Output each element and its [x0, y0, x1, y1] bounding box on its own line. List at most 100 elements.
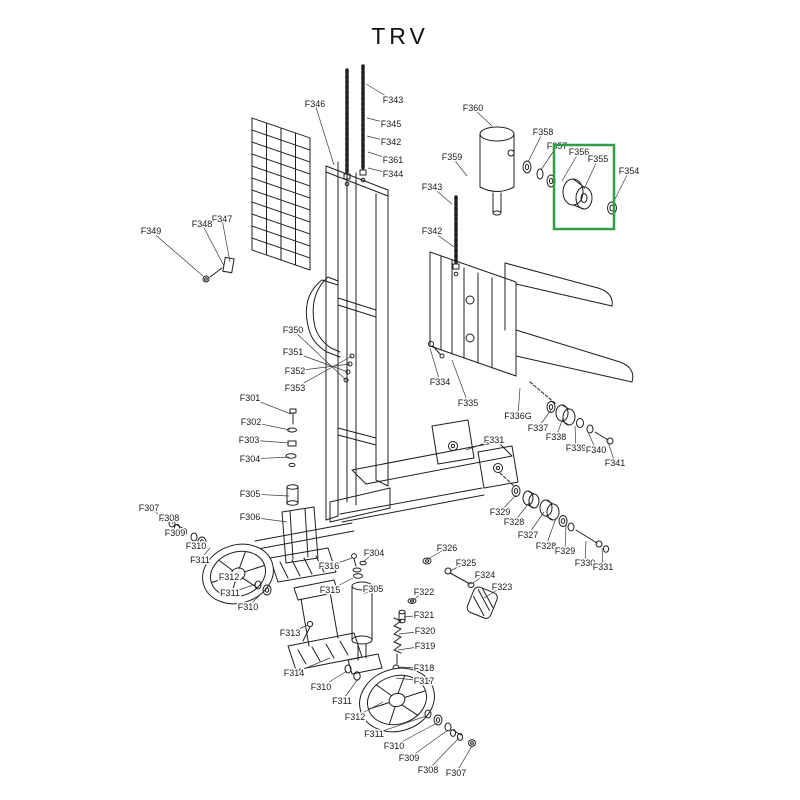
part-label: F321: [414, 610, 435, 620]
part-label: F347: [212, 214, 233, 224]
leader-lines: [148, 83, 630, 774]
part-label: F351: [283, 347, 304, 357]
leader-line: [367, 151, 394, 161]
part-label: F307: [139, 503, 160, 513]
part-label: F308: [418, 765, 439, 775]
part-label: F343: [422, 182, 443, 192]
fork-assembly: [428, 251, 634, 405]
part-label: F334: [430, 377, 451, 387]
leader-line: [527, 511, 545, 536]
leader-line: [247, 589, 266, 608]
leader-line: [367, 167, 394, 175]
part-label: F326: [437, 543, 458, 553]
part-label: F320: [415, 626, 436, 636]
part-label: F325: [456, 558, 477, 568]
leader-line: [362, 552, 375, 563]
leader-line: [329, 577, 354, 591]
leader-line: [228, 571, 239, 578]
leader-line: [470, 574, 486, 585]
leader-line: [249, 397, 292, 415]
leader-line: [574, 425, 577, 449]
part-label: F338: [546, 432, 567, 442]
part-label: F349: [141, 226, 162, 236]
part-label: F311: [190, 555, 210, 565]
part-label: F310: [311, 682, 332, 692]
leader-line: [587, 431, 597, 451]
diagram-artwork: [158, 64, 634, 747]
leader-line: [365, 83, 394, 101]
leader-line: [612, 170, 630, 204]
leader-line: [168, 517, 174, 525]
leader-line: [527, 131, 544, 163]
leader-line: [583, 158, 599, 190]
bottom-wheel: [344, 664, 476, 747]
leader-line: [451, 359, 469, 404]
left-bracket-parts: [202, 256, 235, 283]
leader-line: [292, 329, 347, 381]
part-label: F315: [320, 585, 341, 595]
leader-line: [403, 614, 425, 618]
leader-line: [455, 745, 473, 774]
left-wheel: [158, 513, 274, 605]
part-label: F355: [588, 154, 609, 164]
leader-line: [229, 583, 257, 594]
leader-line: [328, 557, 353, 567]
part-label: F328: [504, 517, 525, 527]
leader-line: [314, 103, 335, 166]
leader-line: [483, 586, 503, 599]
leader-line: [341, 678, 359, 702]
leader-line: [412, 591, 425, 601]
part-label: F329: [490, 507, 511, 517]
leader-line: [584, 540, 587, 564]
part-label: F348: [192, 219, 213, 229]
part-label: F358: [533, 127, 554, 137]
part-label: F361: [383, 155, 404, 165]
leader-line: [366, 135, 392, 143]
part-label: F327: [518, 530, 539, 540]
part-label: F309: [399, 753, 420, 763]
part-label: F311: [364, 729, 384, 739]
part-label: F330: [575, 558, 596, 568]
part-label: F328: [536, 541, 557, 551]
handle: [305, 276, 341, 358]
leader-line: [451, 156, 468, 177]
leader-line: [199, 547, 211, 561]
leader-line: [354, 701, 384, 718]
leader-line: [293, 657, 331, 674]
part-label: F316: [319, 561, 340, 571]
part-label: F312: [219, 572, 240, 582]
part-label: F336G: [504, 411, 532, 421]
part-label: F340: [586, 445, 607, 455]
leader-line: [250, 421, 291, 431]
upper-roller-chain: [546, 401, 614, 445]
leader-line: [148, 507, 162, 517]
part-label: F313: [280, 628, 301, 638]
leader-line: [201, 223, 225, 267]
part-label: F305: [363, 584, 384, 594]
leader-line: [513, 502, 530, 523]
part-label: F346: [305, 99, 326, 109]
leader-line: [545, 517, 557, 547]
part-label: F335: [458, 398, 479, 408]
part-highlight-box: [552, 143, 616, 231]
leader-line: [564, 524, 567, 552]
leader-line: [449, 562, 467, 572]
part-label: F310: [238, 602, 259, 612]
diagram-title: TRV: [371, 23, 429, 49]
leader-line: [363, 588, 374, 595]
leader-line: [607, 441, 616, 464]
leader-line: [397, 666, 425, 669]
part-label: F312: [345, 712, 366, 722]
leader-line: [320, 670, 348, 688]
part-label: F304: [364, 548, 385, 558]
leader-line: [517, 387, 521, 417]
part-label: F314: [284, 668, 305, 678]
part-label: F302: [241, 417, 262, 427]
part-label: F342: [422, 226, 443, 236]
part-label: F308: [159, 513, 180, 523]
leader-line: [195, 539, 199, 547]
pedal-linkage: [422, 557, 498, 619]
leader-line: [249, 516, 288, 523]
part-label: F337: [528, 423, 549, 433]
